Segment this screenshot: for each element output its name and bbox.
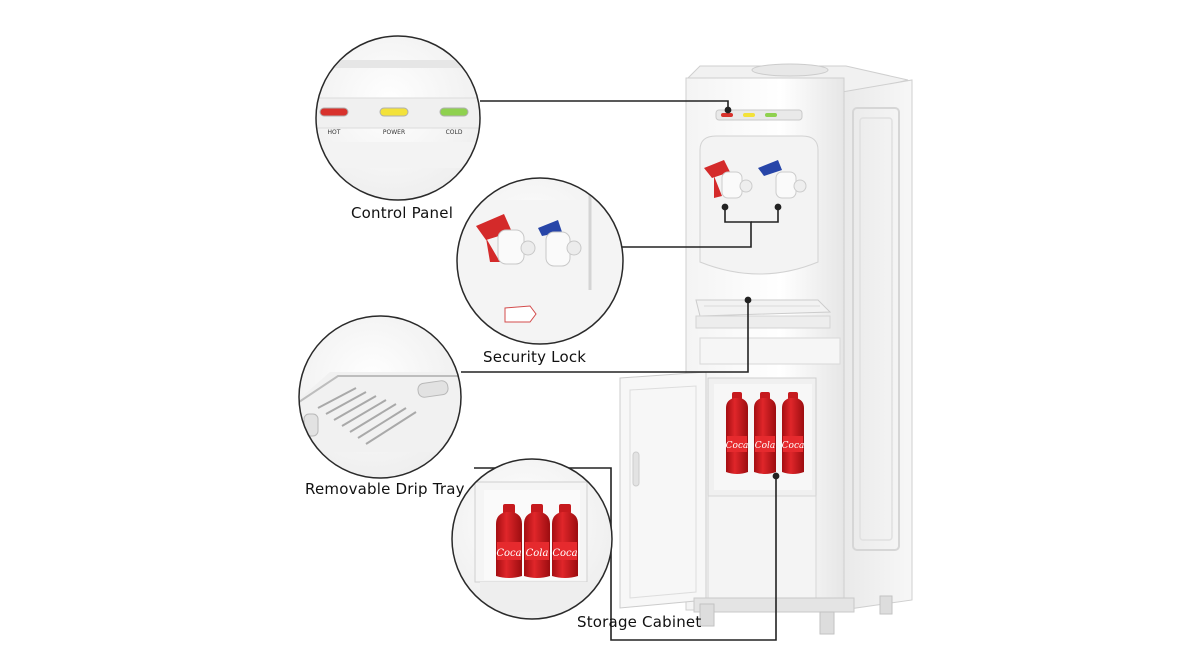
svg-text:Coca: Coca bbox=[496, 548, 521, 559]
water-dispenser: Coca Cola Coca bbox=[619, 63, 913, 635]
security-lock-label: Security Lock bbox=[483, 348, 587, 366]
cabinet-bottles: Coca Cola Coca bbox=[726, 392, 805, 474]
hot-light-label: HOT bbox=[328, 129, 341, 136]
svg-text:Coca: Coca bbox=[782, 441, 805, 451]
power-light-label: POWER bbox=[383, 129, 405, 136]
cabinet-door bbox=[619, 371, 707, 609]
svg-text:Coca: Coca bbox=[552, 548, 577, 559]
drip-tray-callout bbox=[298, 315, 462, 479]
cold-light-label: COLD bbox=[446, 129, 463, 136]
svg-text:Cola: Cola bbox=[755, 441, 776, 451]
control-panel-strip bbox=[715, 109, 803, 121]
leader-lines bbox=[461, 100, 782, 641]
cold-tap bbox=[758, 160, 807, 199]
svg-text:Cola: Cola bbox=[526, 548, 549, 559]
svg-text:Coca: Coca bbox=[726, 441, 749, 451]
drip-tray-label: Removable Drip Tray bbox=[305, 480, 465, 498]
hot-tap bbox=[704, 160, 753, 199]
storage-cabinet-label: Storage Cabinet bbox=[577, 613, 702, 631]
storage-cabinet-callout: Coca Cola Coca bbox=[451, 458, 613, 620]
drip-tray bbox=[695, 299, 832, 329]
control-panel-label: Control Panel bbox=[351, 204, 454, 222]
control-panel-callout: HOT POWER COLD bbox=[315, 35, 481, 201]
security-lock-callout bbox=[456, 177, 624, 345]
